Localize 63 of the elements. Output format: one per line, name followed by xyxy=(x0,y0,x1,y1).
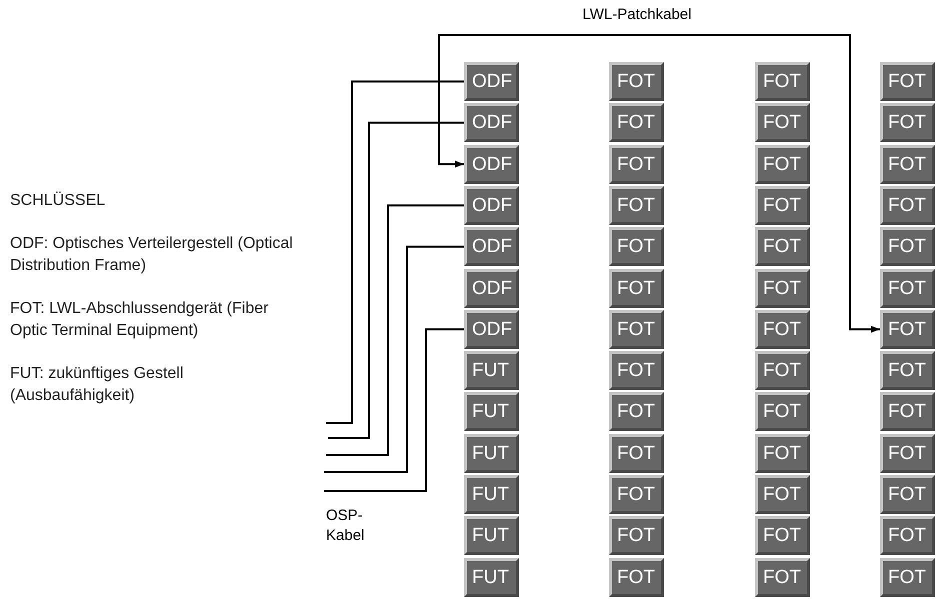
rack-box: FOT xyxy=(880,310,935,349)
rack-box: FOT xyxy=(609,186,664,225)
rack-box: FOT xyxy=(880,227,935,266)
rack-box: FUT xyxy=(464,516,519,556)
rack-box: FOT xyxy=(880,103,935,142)
cable-label: OSP-Kabel xyxy=(326,506,366,546)
rack-box: FOT xyxy=(880,516,935,556)
rack-box: ODF xyxy=(464,62,519,101)
cable-line xyxy=(324,328,464,492)
rack-box: FOT xyxy=(609,144,664,184)
rack-box: FOT xyxy=(609,475,664,514)
rack-box: FOT xyxy=(609,103,664,142)
rack-box: FOT xyxy=(755,103,810,142)
rack-box: FOT xyxy=(609,558,664,597)
rack-box: ODF xyxy=(464,186,519,225)
rack-box: FOT xyxy=(755,268,810,308)
legend-heading: SCHLÜSSEL xyxy=(10,190,106,211)
cable-line xyxy=(326,80,464,424)
cable-line xyxy=(324,246,464,473)
rack-box: FOT xyxy=(755,516,810,556)
rack-box: ODF xyxy=(464,268,519,308)
rack-box: FUT xyxy=(464,351,519,390)
connector-arrow xyxy=(438,34,880,333)
rack-box: FOT xyxy=(609,227,664,266)
rack-box: FOT xyxy=(755,392,810,432)
rack-box: ODF xyxy=(464,103,519,142)
rack-box: FOT xyxy=(880,434,935,473)
legend-text: FUT: zukünftiges Gestell (Ausbaufähigkeit) xyxy=(10,364,184,406)
rack-box: FOT xyxy=(880,62,935,101)
rack-box: FOT xyxy=(609,62,664,101)
rack-box: FUT xyxy=(464,475,519,514)
rack-box: FOT xyxy=(755,434,810,473)
cable-line xyxy=(328,122,464,439)
rack-box: ODF xyxy=(464,227,519,266)
rack-box: FUT xyxy=(464,434,519,473)
rack-box: FOT xyxy=(880,558,935,597)
rack-box: ODF xyxy=(464,144,519,184)
rack-box: FOT xyxy=(880,392,935,432)
legend-text: ODF: Optisches Verteilergestell (Optical Distribution Frame) xyxy=(10,234,294,276)
rack-box: FOT xyxy=(609,392,664,432)
rack-box: FOT xyxy=(755,310,810,349)
rack-box: FOT xyxy=(609,351,664,390)
rack-box: FOT xyxy=(880,475,935,514)
rack-box: FOT xyxy=(609,516,664,556)
rack-box: FOT xyxy=(880,186,935,225)
rack-box: FOT xyxy=(609,310,664,349)
rack-box: FOT xyxy=(755,475,810,514)
rack-box: FOT xyxy=(880,351,935,390)
rack-box: FOT xyxy=(880,144,935,184)
legend-text: FOT: LWL-Abschlussendgerät (Fiber Optic Terminal Equipment) xyxy=(10,299,270,341)
rack-box: FOT xyxy=(880,268,935,308)
rack-box: FOT xyxy=(755,558,810,597)
rack-box: FOT xyxy=(755,351,810,390)
rack-box: FOT xyxy=(609,434,664,473)
rack-box: FUT xyxy=(464,558,519,597)
rack-box: FOT xyxy=(755,62,810,101)
rack-box: FOT xyxy=(755,144,810,184)
rack-box: FOT xyxy=(609,268,664,308)
rack-box: FUT xyxy=(464,392,519,432)
rack-box: ODF xyxy=(464,310,519,349)
rack-box: FOT xyxy=(755,227,810,266)
cable-line xyxy=(326,204,464,456)
rack-box: FOT xyxy=(755,186,810,225)
